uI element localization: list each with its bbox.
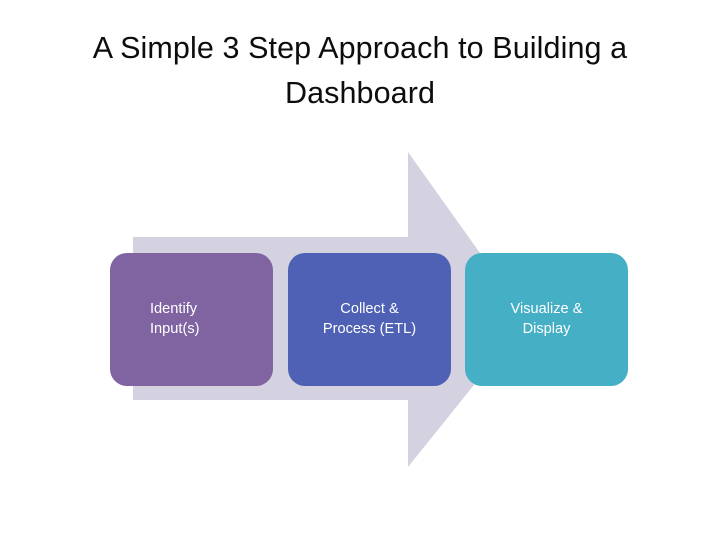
step-box-visualize-display[interactable]: Visualize & Display	[465, 253, 628, 386]
step-box-collect-process[interactable]: Collect & Process (ETL)	[288, 253, 451, 386]
step-label-1: Identify Input(s)	[150, 301, 200, 337]
page-title: A Simple 3 Step Approach to Building a D…	[92, 31, 636, 110]
step-label-2: Collect & Process (ETL)	[322, 301, 417, 337]
step-box-identify-inputs[interactable]: Identify Input(s)	[110, 253, 273, 386]
step-label-3: Visualize & Display	[510, 301, 583, 337]
